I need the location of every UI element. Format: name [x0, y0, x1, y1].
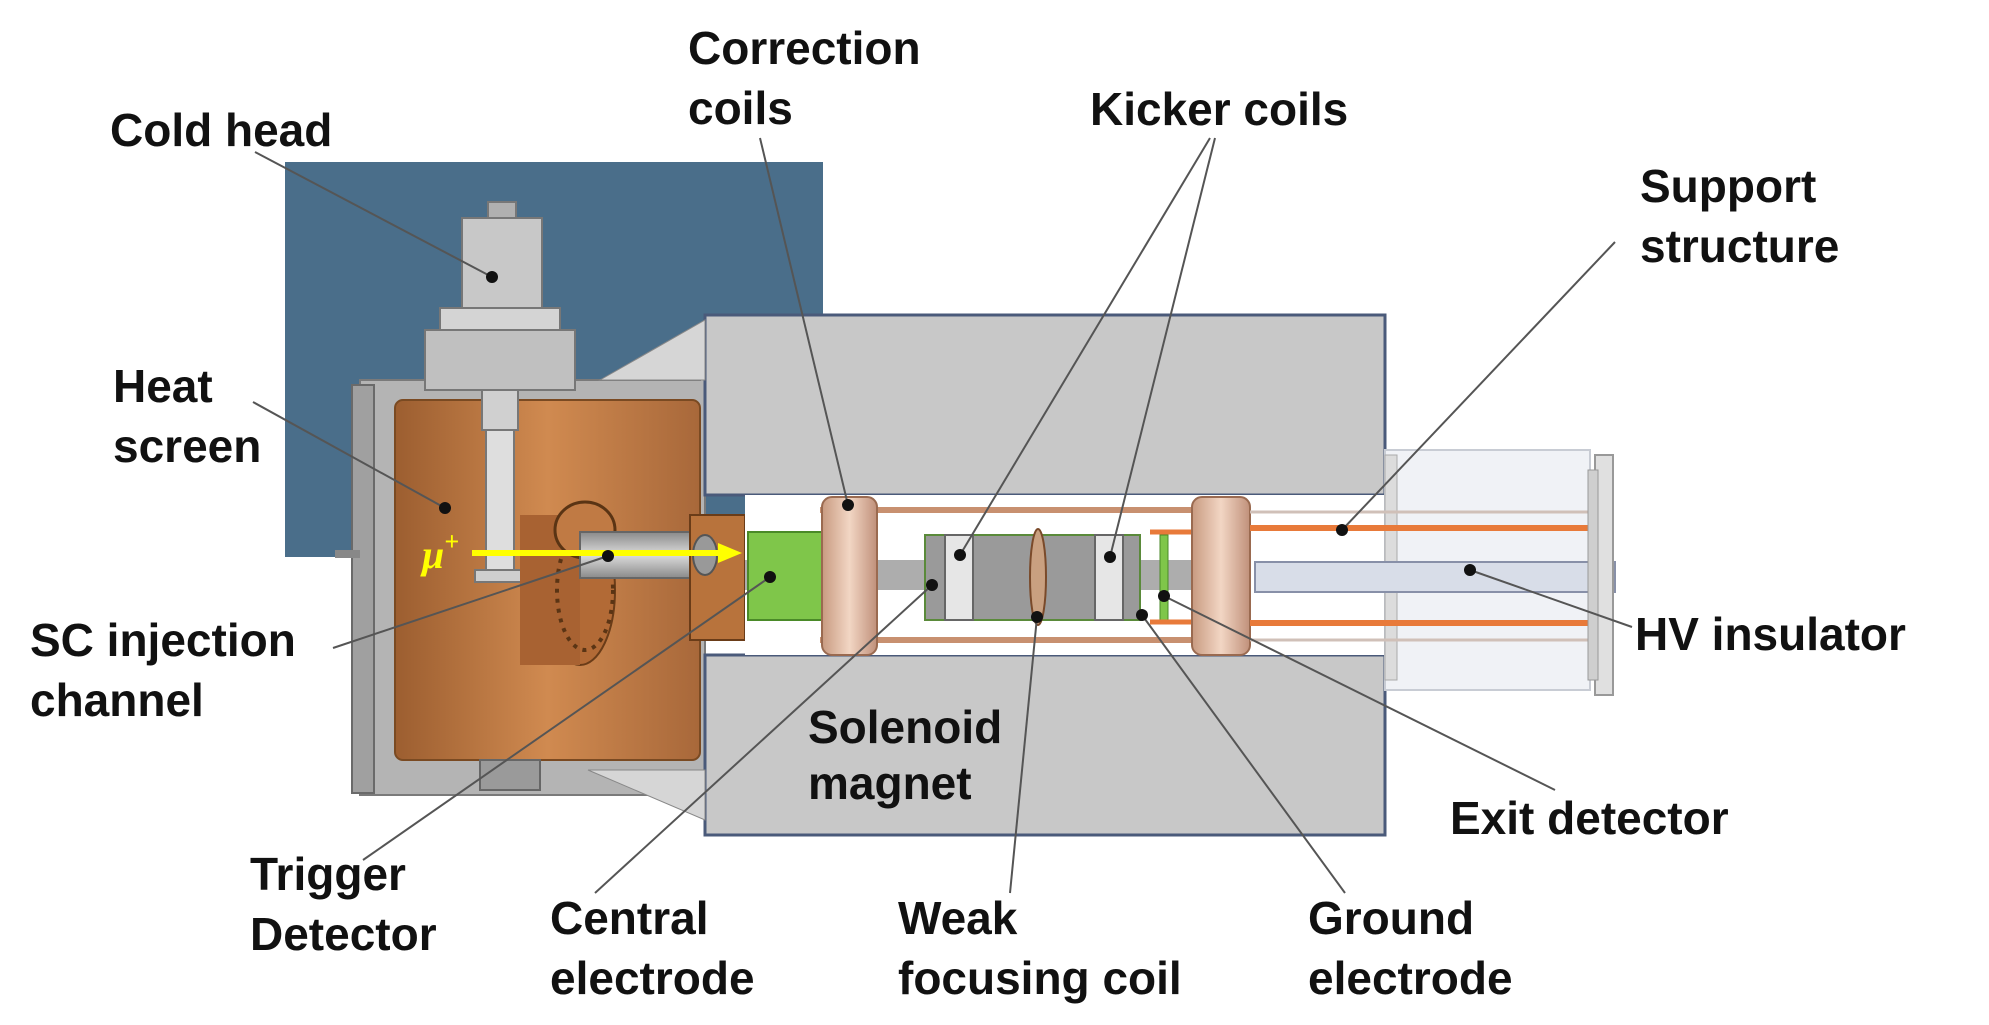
dot-sc-injection [602, 550, 614, 562]
ground-electrode [1159, 534, 1169, 621]
solenoid-magnet-bottom [703, 653, 1387, 837]
end-flange-cap [1587, 469, 1599, 681]
correction-coil-right [1191, 496, 1251, 656]
bottom-port [479, 759, 541, 791]
dot-correction-coils [842, 499, 854, 511]
label-solenoid-magnet: Solenoid magnet [808, 701, 1015, 809]
leader-exit-detector [1167, 597, 1556, 791]
leader-hv-insulator [1469, 569, 1633, 628]
label-sc-injection-channel: SC injection channel [30, 614, 309, 726]
label-cold-head: Cold head [110, 104, 332, 156]
dot-ground-electrode [1136, 609, 1148, 621]
label-central-electrode: Central electrode [550, 892, 755, 1004]
leader-kicker-2 [1109, 137, 1216, 558]
dot-kicker-1 [954, 549, 966, 561]
cold-head-body [461, 217, 543, 309]
dot-weak-focusing [1031, 611, 1043, 623]
leader-ground-electrode [1141, 614, 1346, 894]
cold-head-stem [481, 389, 519, 431]
dot-heat-screen [439, 502, 451, 514]
cryostat-end-plate [351, 384, 375, 794]
dot-central-electrode [926, 579, 938, 591]
label-trigger-detector: Trigger Detector [250, 848, 437, 960]
leader-heat-screen [252, 401, 446, 509]
label-kicker-coils: Kicker coils [1090, 83, 1348, 135]
label-support-structure: Support structure [1640, 160, 1839, 272]
dot-hv-insulator [1464, 564, 1476, 576]
dot-kicker-2 [1104, 551, 1116, 563]
label-heat-screen: Heat screen [113, 360, 261, 472]
trigger-housing [689, 514, 746, 641]
dot-exit-detector [1158, 590, 1170, 602]
label-correction-coils: Correction coils [688, 22, 933, 134]
magnet-bracket-bottom [587, 769, 706, 821]
muon-symbol: μ+ [420, 527, 459, 577]
magnet-bracket-top [598, 319, 706, 381]
leader-cold-head [254, 151, 493, 278]
weak-focusing-ring [1029, 528, 1047, 626]
label-exit-detector: Exit detector [1450, 792, 1729, 844]
leader-kicker-1 [959, 137, 1211, 556]
leader-central-electrode [594, 584, 933, 894]
dot-trigger-detector [764, 571, 776, 583]
solenoid-magnet-top [703, 313, 1387, 497]
label-hv-insulator: HV insulator [1635, 608, 1906, 660]
cold-head-finger [485, 429, 515, 581]
leader-support-structure [1341, 241, 1616, 531]
label-ground-electrode: Ground electrode [1308, 892, 1513, 1004]
leader-weak-focusing [1009, 616, 1038, 894]
kicker-coil-2 [1094, 534, 1124, 621]
dot-cold-head [486, 271, 498, 283]
hv-insulator [1254, 561, 1616, 593]
kicker-coil-1 [944, 534, 974, 621]
central-electrode [747, 531, 824, 621]
dot-support-structure [1336, 524, 1348, 536]
cold-head-flange [439, 307, 561, 331]
cold-head-housing [424, 329, 576, 391]
leader-trigger-detector [362, 576, 771, 861]
leader-correction-coils [759, 137, 849, 506]
muon-beam-arrowhead [718, 543, 742, 563]
correction-coil-left [821, 496, 878, 656]
leader-sc-injection [332, 555, 609, 649]
side-pin [335, 550, 360, 558]
label-weak-focusing-coil: Weak focusing coil [898, 892, 1182, 1004]
cold-head-foot [474, 569, 526, 583]
